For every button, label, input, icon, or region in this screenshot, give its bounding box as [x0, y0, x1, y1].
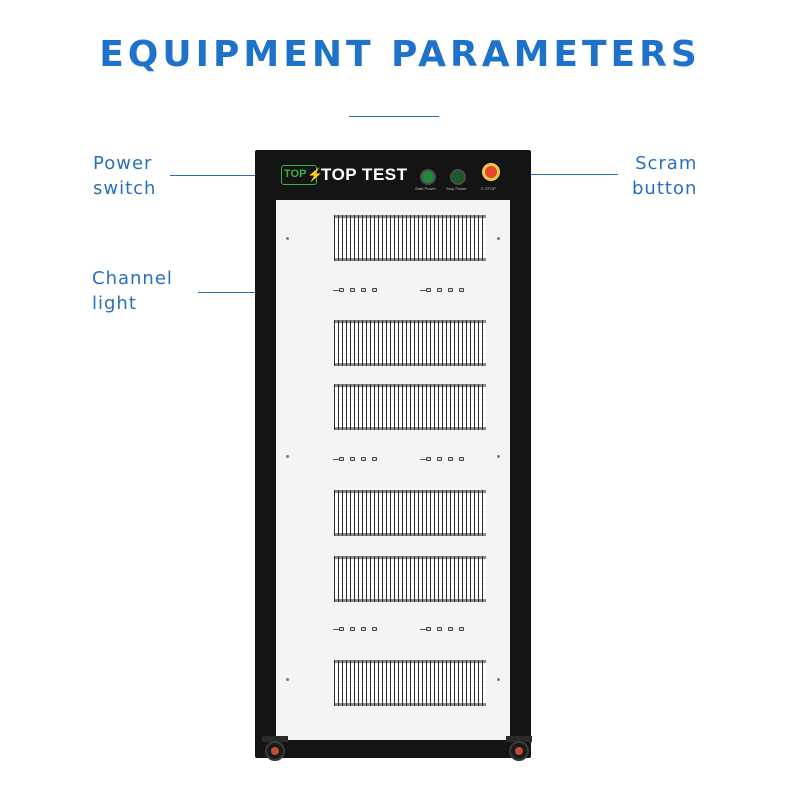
callout-channel-light-line1: Channel [92, 268, 173, 289]
channel-light-icon [339, 457, 344, 461]
indicator-lead [333, 290, 339, 291]
indicator-lead [420, 629, 426, 630]
channel-light-icon [437, 627, 442, 631]
channel-light-icon [372, 288, 377, 292]
cabinet-control-bar: TOP ⚡ TOP TEST Start Power Stop Power E-… [255, 150, 531, 200]
callout-channel-light: Channel light [92, 266, 173, 316]
caster-wheel [262, 736, 288, 764]
vent-grille [334, 215, 486, 261]
vent-grille [334, 490, 486, 536]
power-stop-label: Stop Power [446, 186, 467, 191]
channel-light-icon [361, 288, 366, 292]
channel-light-icon [361, 627, 366, 631]
callout-scram-button: Scram button [632, 151, 697, 201]
indicator-lead [333, 459, 339, 460]
vent-grille [334, 384, 486, 430]
channel-light-icon [459, 627, 464, 631]
callout-power-switch-line2: switch [93, 178, 157, 199]
channel-light-icon [426, 457, 431, 461]
panel-screw [286, 455, 289, 458]
channel-light-icon [339, 288, 344, 292]
callout-scram-button-line2: button [632, 178, 698, 199]
channel-light-icon [437, 288, 442, 292]
leader-line-scram-button [494, 174, 618, 175]
callout-power-switch-line1: Power [93, 153, 153, 174]
channel-light-icon [459, 457, 464, 461]
callout-power-switch: Power switch [93, 151, 156, 201]
test-cabinet: TOP ⚡ TOP TEST Start Power Stop Power E-… [255, 150, 531, 758]
indicator-lead [420, 290, 426, 291]
vent-grille [334, 320, 486, 366]
vent-grille [334, 556, 486, 602]
channel-light-icon [448, 627, 453, 631]
channel-light-icon [350, 627, 355, 631]
channel-light-icon [372, 457, 377, 461]
title-underline [349, 116, 439, 117]
channel-light-icon [459, 288, 464, 292]
panel-screw [286, 237, 289, 240]
indicator-lead [333, 629, 339, 630]
channel-light-row [276, 286, 510, 294]
leader-line-channel-light [198, 292, 310, 293]
channel-light-icon [350, 457, 355, 461]
channel-light-row [276, 625, 510, 633]
brand-name: TOP TEST [321, 165, 408, 184]
channel-light-icon [426, 627, 431, 631]
power-switch-label: Start Power [415, 186, 436, 191]
channel-light-icon [339, 627, 344, 631]
callout-scram-button-line1: Scram [635, 153, 698, 174]
brand-badge: TOP [281, 165, 317, 185]
front-panel [276, 200, 510, 740]
callout-channel-light-line2: light [92, 293, 137, 314]
panel-screw [497, 237, 500, 240]
channel-light-icon [437, 457, 442, 461]
panel-screw [286, 678, 289, 681]
emergency-stop-label: E-STOP [481, 186, 496, 191]
power-switch-icon[interactable] [420, 169, 436, 185]
channel-light-icon [448, 288, 453, 292]
power-stop-icon[interactable] [450, 169, 466, 185]
vent-grille [334, 660, 486, 706]
channel-light-icon [372, 627, 377, 631]
panel-screw [497, 455, 500, 458]
lightning-bolt-icon: ⚡ [307, 167, 324, 182]
channel-light-icon [361, 457, 366, 461]
panel-screw [497, 678, 500, 681]
channel-light-icon [426, 288, 431, 292]
emergency-stop-icon[interactable] [482, 163, 500, 181]
channel-light-icon [448, 457, 453, 461]
page-title: EQUIPMENT PARAMETERS [99, 34, 701, 75]
channel-light-icon [350, 288, 355, 292]
caster-wheel [506, 736, 532, 764]
channel-light-row [276, 455, 510, 463]
indicator-lead [420, 459, 426, 460]
